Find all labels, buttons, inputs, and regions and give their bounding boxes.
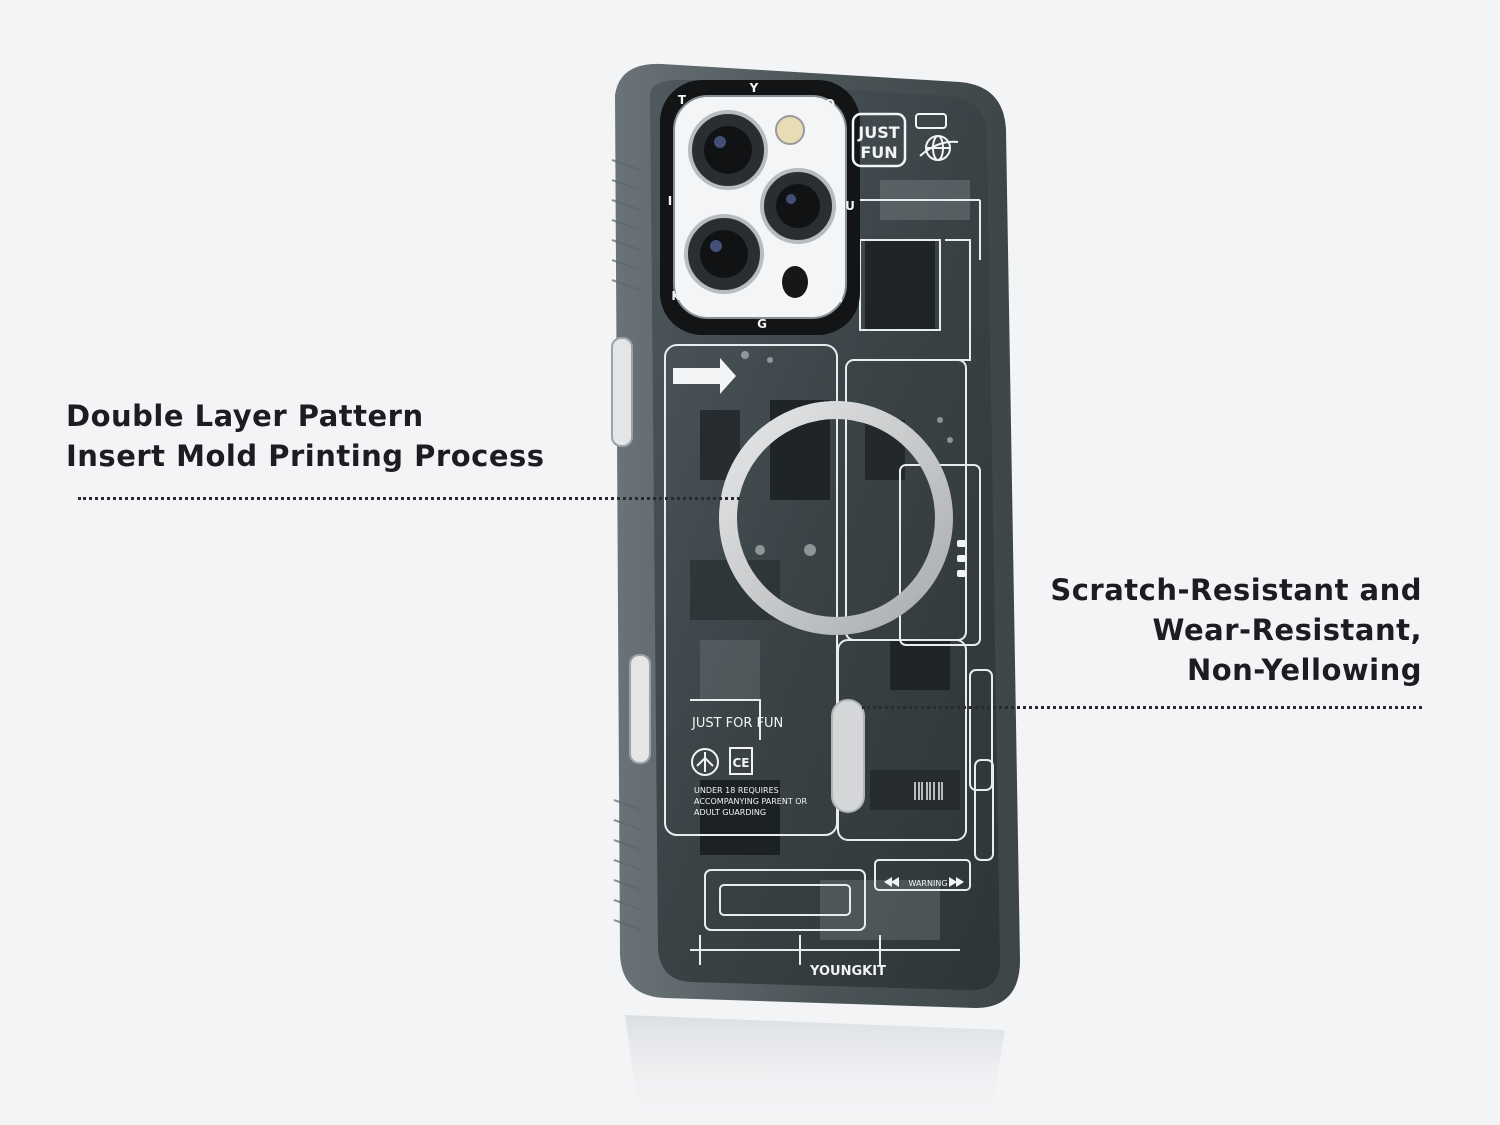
callout-double-layer-pattern: Double Layer Pattern Insert Mold Printin… [66,396,545,476]
just-fun-badge: JUST FUN [851,112,907,168]
warning-strip: WARNING [884,877,964,888]
leader-line-left [78,497,740,500]
recycle-icon [691,748,719,776]
callout-scratch-resistant: Scratch-Resistant and Wear-Resistant, No… [1050,570,1422,690]
ring-letter: Y [749,81,759,95]
ring-letter: O [825,97,835,111]
callout-line: Wear-Resistant, [1152,613,1422,647]
magsafe-ring [719,401,953,635]
svg-text:JUST: JUST [857,123,899,142]
camera-lens-right [760,168,836,244]
globe-icon [915,113,959,161]
warning-text-line: ADULT GUARDING [694,808,766,817]
callout-line: Non-Yellowing [1186,653,1422,687]
ring-letter: N [833,291,843,305]
ring-letter: K [671,289,681,303]
ring-letter: T [678,93,687,107]
side-grip-texture [611,159,643,931]
magsafe-alignment-pill [831,699,865,813]
ring-letter: I [668,194,672,208]
svg-text:WARNING: WARNING [908,879,947,888]
camera-lens-top [688,110,768,190]
side-button-upper [611,337,633,447]
ring-letter: U [845,199,855,213]
camera-lens-bottom [684,214,764,294]
side-button-lower [629,654,651,764]
camera-flash [775,115,805,145]
phone-reflection [625,1015,1005,1125]
svg-text:CE: CE [732,756,749,770]
warning-text-line: UNDER 18 REQUIRES [694,786,779,795]
leader-line-right [862,706,1422,709]
callout-line: Insert Mold Printing Process [66,439,545,473]
brand-logo: YOUNGKIT [809,964,886,979]
callout-line: Double Layer Pattern [66,399,424,433]
svg-text:FUN: FUN [860,143,897,162]
warning-text-line: ACCOMPANYING PARENT OR [694,797,808,806]
callout-line: Scratch-Resistant and [1050,573,1422,607]
ring-letter: G [757,317,767,331]
print-heading: JUST FOR FUN [691,716,783,731]
ce-mark-icon: CE [729,747,753,775]
lidar-sensor [782,266,808,298]
camera-module [660,80,860,335]
